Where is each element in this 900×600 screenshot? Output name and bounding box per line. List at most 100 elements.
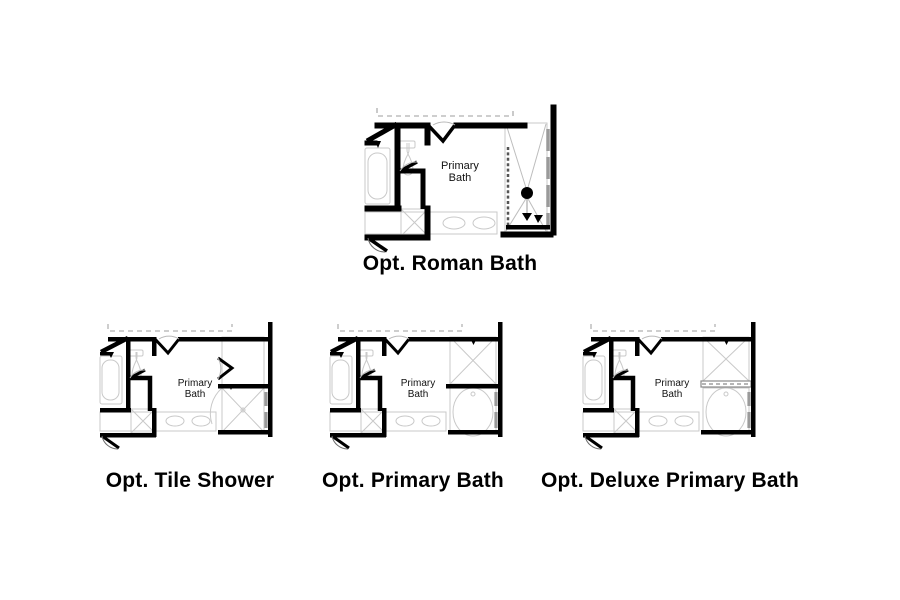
plan-tile-shower — [99, 322, 285, 457]
doors — [367, 121, 457, 253]
primary-bath-drawing — [329, 322, 503, 450]
tub-faucet-marker — [108, 352, 114, 358]
shower-head-marker — [723, 338, 730, 345]
doors — [101, 335, 235, 450]
entry-door-panel — [426, 123, 457, 144]
fixture-markers — [108, 352, 234, 390]
caption-primary-bath: Opt. Primary Bath — [322, 469, 504, 492]
hall-door-panel — [331, 434, 350, 450]
roman-shower-detail — [506, 147, 550, 230]
wc-door-panel — [399, 160, 418, 173]
corner-shower — [449, 336, 497, 385]
hall-door-swing — [101, 435, 119, 450]
angled-wall — [582, 336, 613, 354]
tub-faucet-marker — [591, 352, 597, 358]
dashed-ceiling-outline — [107, 324, 233, 332]
sink-right — [674, 415, 694, 427]
drain-marker — [534, 215, 543, 223]
shower-head-marker — [470, 338, 477, 345]
oval-tub — [449, 387, 497, 437]
linen-closet — [400, 208, 429, 237]
wc-door-panel — [359, 368, 376, 380]
wc-partition-wall — [613, 375, 636, 411]
sink-left — [648, 415, 668, 427]
tile-shower — [221, 387, 265, 433]
entry-door-panel — [636, 337, 664, 356]
linen-closet — [613, 408, 639, 434]
linen-closet — [360, 408, 386, 434]
room-label-primary-bath: Primary Bath — [391, 378, 445, 400]
wc-door-panel — [612, 368, 629, 380]
wc-door-swing — [359, 369, 376, 379]
room-label-line-2: Bath — [184, 389, 206, 401]
caption-tile-shower: Opt. Tile Shower — [105, 469, 275, 492]
fixture-markers — [591, 338, 730, 358]
tub-deck — [506, 225, 550, 230]
soaking-tub — [101, 359, 120, 401]
room-label-line-1: Primary — [400, 378, 436, 389]
dashed-ceiling-outline — [376, 108, 514, 117]
wc-door-swing — [129, 369, 146, 379]
tub-faucet-marker — [338, 352, 344, 358]
walls — [330, 322, 503, 438]
wc-partition-wall — [360, 375, 383, 411]
sink-right — [191, 415, 211, 427]
sink-left — [442, 216, 466, 230]
room-label-tile-shower: Primary Bath — [168, 378, 222, 400]
tile-shower-drawing — [99, 322, 273, 450]
caption-deluxe-primary-bath: Opt. Deluxe Primary Bath — [540, 469, 800, 492]
entry-door-swing — [388, 335, 410, 340]
sink-left — [395, 415, 415, 427]
entry-door-swing — [641, 335, 663, 340]
roman-bath-drawing — [364, 104, 557, 253]
shower-head-marker — [228, 384, 234, 390]
hall-door-panel — [101, 434, 120, 450]
dashed-ceiling-outline — [590, 324, 716, 332]
shelf — [700, 380, 752, 388]
tub-faucet-marker — [375, 141, 381, 148]
hall-door-swing — [584, 435, 602, 450]
room-label-deluxe-primary-bath: Primary Bath — [645, 378, 699, 400]
doors — [331, 335, 411, 450]
angled-wall — [329, 336, 360, 354]
oval-tub — [702, 387, 750, 437]
walls — [583, 322, 756, 438]
entry-door-swing — [158, 335, 180, 340]
soaking-tub — [331, 359, 350, 401]
sink-right — [472, 216, 496, 230]
wc-partition-wall — [400, 168, 426, 209]
angled-wall — [99, 336, 130, 354]
closet-door-swing — [217, 357, 222, 380]
plan-deluxe-primary-bath — [582, 322, 768, 457]
hall-door-panel — [584, 434, 603, 450]
valve-marker — [522, 213, 532, 221]
deluxe-primary-bath-drawing — [582, 322, 756, 450]
wc-door-swing — [399, 161, 418, 172]
fixture-markers — [338, 338, 477, 358]
entry-door-panel — [153, 337, 181, 356]
shower-head — [521, 187, 533, 199]
fixture-markers — [375, 141, 381, 148]
plan-primary-bath — [329, 322, 515, 457]
entry-door-panel — [383, 337, 411, 356]
soaking-tub — [584, 359, 603, 401]
room-label-line-2: Bath — [448, 172, 472, 185]
hall-door-swing — [331, 435, 349, 450]
entry-door-swing — [432, 121, 456, 126]
closet-door-panel — [217, 356, 235, 381]
sink-right — [421, 415, 441, 427]
sink-left — [165, 415, 185, 427]
toilet — [402, 143, 414, 176]
angled-wall — [365, 121, 399, 144]
walls — [100, 322, 273, 438]
wc-partition-wall — [130, 375, 153, 411]
doors — [584, 335, 664, 450]
room-label-line-2: Bath — [661, 389, 683, 401]
caption-roman-bath: Opt. Roman Bath — [362, 252, 538, 275]
room-label-line-1: Primary — [654, 378, 690, 389]
linen-closet — [130, 408, 156, 434]
room-label-line-2: Bath — [407, 389, 429, 401]
plan-roman-bath — [364, 104, 565, 253]
room-label-line-1: Primary — [177, 378, 213, 389]
